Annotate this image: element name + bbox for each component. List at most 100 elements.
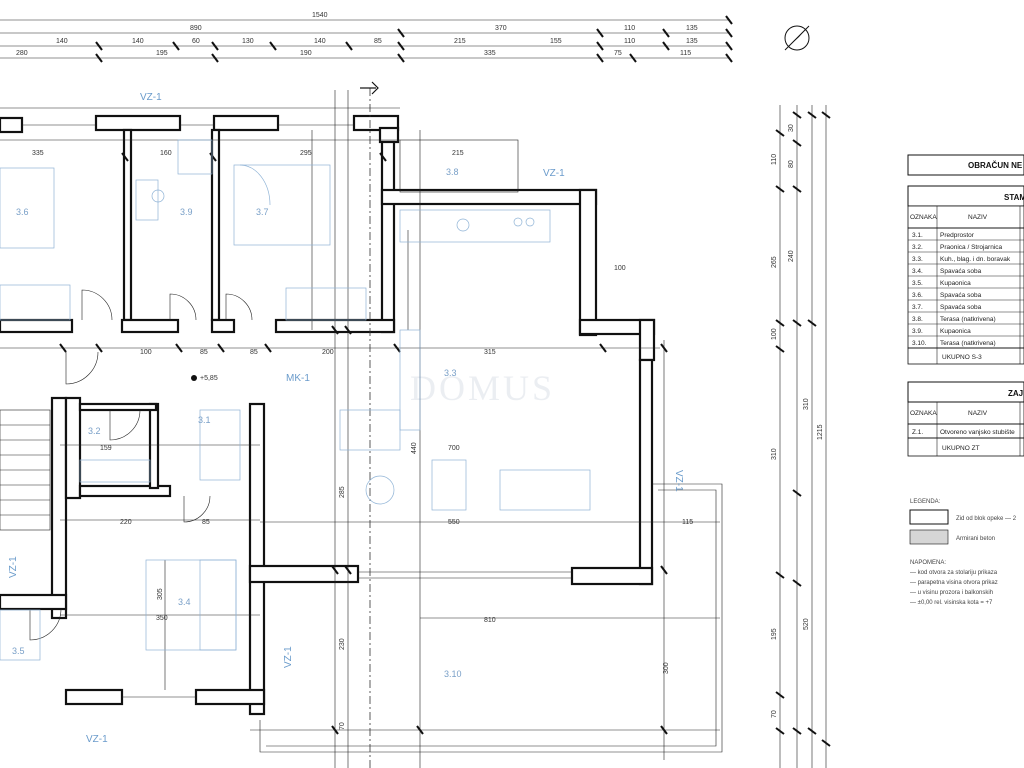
dim-right-inner-4: 310 <box>803 398 810 410</box>
table-row-id: 3.3. <box>912 256 923 263</box>
dim-top-row3-j: 135 <box>686 38 698 45</box>
dim-int-21: 230 <box>339 638 346 650</box>
table-section-2: ZAJE <box>1008 389 1024 398</box>
note-line: — parapetna visina otvora prikaz <box>910 580 998 586</box>
table-row-name: Praonica / Strojarnica <box>940 244 1003 251</box>
dim-int-8: 200 <box>322 349 334 356</box>
dim-right-inner-0: 30 <box>788 124 795 132</box>
watermark: DOMUS <box>410 368 555 408</box>
room-label-3-10: 3.10 <box>444 669 462 679</box>
dim-int-22: 300 <box>663 662 670 674</box>
table-total-1: UKUPNO S-3 <box>942 354 982 361</box>
right-dimension-chains: 110 265 100 310 195 70 30 80 240 310 520… <box>771 105 831 768</box>
dim-top-row4-b: 195 <box>156 50 168 57</box>
table-row-name: Spavaća soba <box>940 268 982 275</box>
table-rows: 3.1. Predprostor 3.2. Praonica / Strojar… <box>907 227 1024 349</box>
dim-int-3: 215 <box>452 150 464 157</box>
dim-int-23: 70 <box>339 722 346 730</box>
dim-right-outer-2: 100 <box>771 328 778 340</box>
stairs <box>0 409 51 531</box>
furniture <box>0 139 591 661</box>
dim-top-row3-e: 140 <box>314 38 326 45</box>
dim-top-row4-d: 335 <box>484 50 496 57</box>
room-label-3-1: 3.1 <box>198 415 211 425</box>
dim-top-row4-f: 115 <box>680 50 691 57</box>
legend-item-2: Armirani beton <box>956 536 995 542</box>
dim-top-row2-b: 370 <box>495 25 507 32</box>
dim-right-outer-4: 195 <box>771 628 778 640</box>
table-row-name: Predprostor <box>940 232 975 239</box>
table-row-name: Kupaonica <box>940 328 971 335</box>
dim-top-row3-g: 215 <box>454 38 466 45</box>
doors <box>29 289 253 641</box>
room-label-3-2: 3.2 <box>88 426 101 436</box>
dim-top-row4-c: 190 <box>300 50 312 57</box>
dim-int-1: 160 <box>160 150 172 157</box>
dim-right-outer-0: 110 <box>771 154 778 165</box>
interior-dimensions: 335 160 295 215 100 100 85 85 200 315 15… <box>32 150 693 730</box>
table-row-id: 3.1. <box>912 232 923 239</box>
tag-vz-kitchen: VZ-1 <box>543 168 565 179</box>
dim-int-9: 315 <box>484 349 496 356</box>
table-row-id: 3.6. <box>912 292 923 299</box>
tag-vz-bottom: VZ-1 <box>86 734 108 745</box>
dim-top-row3-b: 140 <box>132 38 144 45</box>
dim-top-row2-d: 135 <box>686 25 698 32</box>
dim-top-row3-c: 60 <box>192 38 200 45</box>
tag-vz-left: VZ-1 <box>8 556 19 578</box>
element-tags: VZ-1 VZ-1 VZ-1 MK-1 VZ-1 VZ-1 VZ-1 <box>8 92 684 745</box>
top-dimension-chains: 1540 890 370 110 135 140 140 60 130 140 … <box>0 12 733 63</box>
notes: NAPOMENA: — kod otvora za stolariju prik… <box>910 560 998 606</box>
dim-int-18: 440 <box>411 442 418 454</box>
table-col-naziv: NAZIV <box>968 214 988 221</box>
table-col-oznaka: OZNAKA <box>910 214 937 221</box>
table-row-id: 3.10. <box>912 340 927 347</box>
table-row-id: 3.4. <box>912 268 923 275</box>
dim-right-outer-1: 265 <box>771 256 778 268</box>
tag-vz-top: VZ-1 <box>140 92 162 103</box>
room-label-3-3: 3.3 <box>444 368 457 378</box>
dim-right-outer-3: 310 <box>771 448 778 460</box>
dim-int-2: 295 <box>300 150 312 157</box>
north-arrow-icon <box>784 25 810 51</box>
dim-int-10: 159 <box>100 445 112 452</box>
room-label-3-6: 3.6 <box>16 207 29 217</box>
table-row2-id: Z.1. <box>912 429 923 436</box>
dim-top-row3-h: 155 <box>550 38 562 45</box>
dim-right-inner-1: 80 <box>788 160 795 168</box>
dim-int-20: 305 <box>157 588 164 600</box>
legend: LEGENDA: Zid od blok opeke — 2 Armirani … <box>909 499 1017 545</box>
table-row-name: Terasa (natkrivena) <box>940 316 996 323</box>
note-line: — kod otvora za stolariju prikaza <box>910 570 998 576</box>
table-row-id: 3.8. <box>912 316 923 323</box>
dim-int-16: 350 <box>156 615 168 622</box>
dim-int-12: 85 <box>202 519 210 526</box>
dim-int-11: 220 <box>120 519 132 526</box>
dim-int-14: 550 <box>448 519 460 526</box>
walls <box>0 114 656 716</box>
room-label-3-5: 3.5 <box>12 646 25 656</box>
table-row-id: 3.5. <box>912 280 923 287</box>
dim-right-outer-5: 70 <box>771 710 778 718</box>
room-label-3-4: 3.4 <box>178 597 191 607</box>
table-col-naziv-2: NAZIV <box>968 410 988 417</box>
legend-title: LEGENDA: <box>910 499 941 505</box>
section-marker <box>360 81 379 95</box>
room-label-3-7: 3.7 <box>256 207 269 217</box>
table-row-id: 3.9. <box>912 328 923 335</box>
dim-top-row4-e: 75 <box>614 50 622 57</box>
tag-vz-right: VZ-1 <box>673 470 684 492</box>
dim-right-inner-5: 520 <box>803 618 810 630</box>
dim-top-row2-a: 890 <box>190 25 202 32</box>
table-section-1: STAM <box>1004 193 1024 202</box>
notes-title: NAPOMENA: <box>910 560 946 566</box>
room-label-3-8: 3.8 <box>446 167 459 177</box>
table-col-oznaka-2: OZNAKA <box>910 410 937 417</box>
dim-top-row3-f: 85 <box>374 38 382 45</box>
table-title: OBRAČUN NE <box>968 161 1023 170</box>
dim-int-4: 100 <box>614 265 626 272</box>
tag-mk: MK-1 <box>286 373 310 384</box>
dim-top-total: 1540 <box>312 12 328 19</box>
table-row-name: Spavaća soba <box>940 304 982 311</box>
table-row-id: 3.7. <box>912 304 923 311</box>
